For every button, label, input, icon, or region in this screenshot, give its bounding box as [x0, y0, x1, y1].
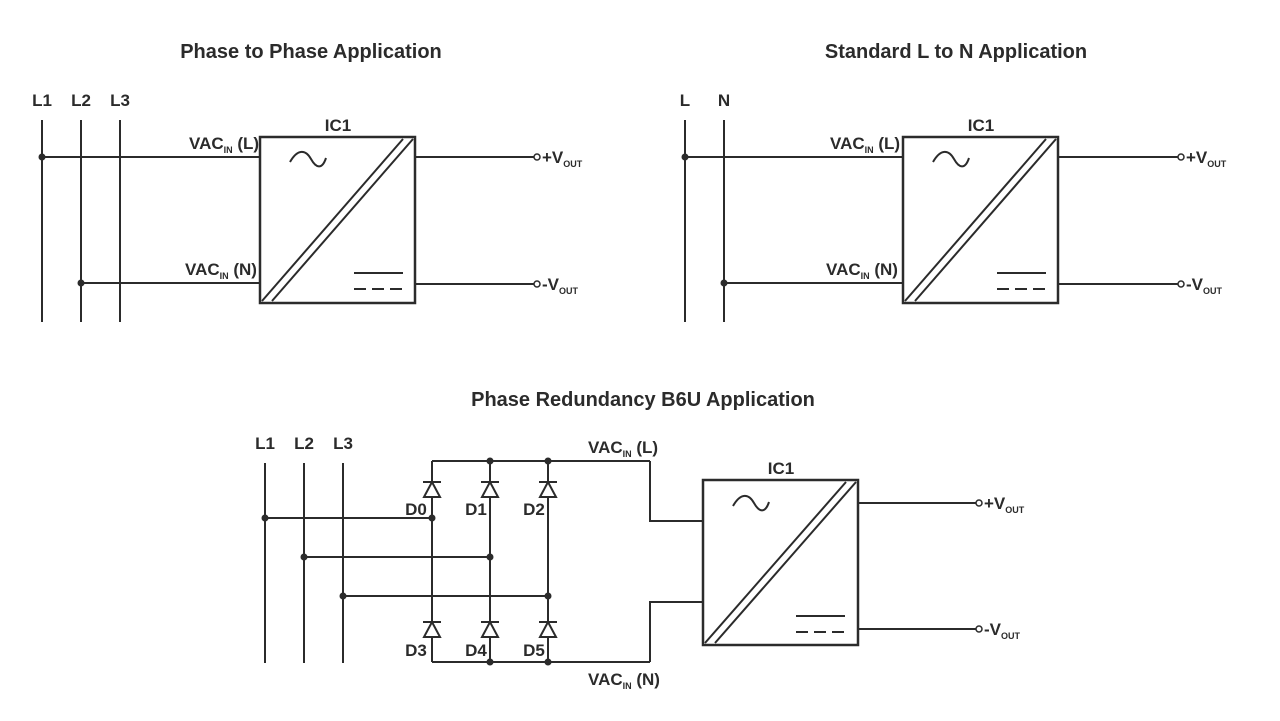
- b6u-title: Phase Redundancy B6U Application: [471, 389, 815, 411]
- ac-sine-icon: [732, 494, 770, 512]
- junction-dot: [720, 279, 728, 287]
- ic1-converter-block: [701, 478, 860, 647]
- terminal-minus: [1177, 280, 1185, 288]
- line-label-l2: L2: [71, 91, 91, 110]
- junction-dot: [300, 553, 308, 561]
- diode-label-d5: D5: [523, 641, 545, 660]
- ic1-label: IC1: [325, 116, 351, 135]
- junction-dot: [681, 153, 689, 161]
- input-label-l: VACIN (L): [189, 134, 259, 155]
- converter-diagonal: [704, 481, 847, 644]
- diode-d2: [538, 479, 558, 498]
- input-label-l: VACIN (L): [830, 134, 900, 155]
- diode-d3: [422, 619, 442, 638]
- diode-label-d0: D0: [405, 500, 427, 519]
- line-label-l1: L1: [255, 434, 275, 453]
- output-label-plus: +VOUT: [984, 494, 1025, 515]
- output-label-minus: -VOUT: [542, 275, 579, 296]
- ic1-converter-block: [258, 135, 417, 305]
- terminal-plus: [533, 153, 541, 161]
- converter-diagonal: [261, 138, 404, 302]
- diode-symbol-icon: [480, 479, 500, 498]
- diode-d0: [422, 479, 442, 498]
- diode-label-d2: D2: [523, 500, 545, 519]
- diode-d1: [480, 479, 500, 498]
- line-label-n: N: [718, 91, 730, 110]
- ac-sine-icon: [932, 150, 970, 168]
- output-label-plus: +VOUT: [1186, 148, 1227, 169]
- converter-diagonal: [271, 138, 414, 302]
- diode-label-d4: D4: [465, 641, 487, 660]
- line-label-l1: L1: [32, 91, 52, 110]
- output-label-minus: -VOUT: [1186, 275, 1223, 296]
- ic1-converter-block: [901, 135, 1060, 305]
- converter-diagonal: [714, 481, 857, 644]
- input-label-l: VACIN (L): [588, 438, 658, 459]
- junction-dot: [77, 279, 85, 287]
- junction-dot: [38, 153, 46, 161]
- output-label-plus: +VOUT: [542, 148, 583, 169]
- terminal-plus: [1177, 153, 1185, 161]
- terminal-minus: [975, 625, 983, 633]
- diode-symbol-icon: [538, 479, 558, 498]
- junction-dot: [261, 514, 269, 522]
- standard-ln-title: Standard L to N Application: [825, 41, 1087, 63]
- input-label-n: VACIN (N): [826, 260, 898, 281]
- ic1-label: IC1: [968, 116, 994, 135]
- terminal-plus: [975, 499, 983, 507]
- diode-d4: [480, 619, 500, 638]
- phase-to-phase-diagram: Phase to Phase Application L1 L2 L3 VACI…: [32, 41, 583, 322]
- input-label-n: VACIN (N): [588, 670, 660, 691]
- diode-symbol-icon: [422, 479, 442, 498]
- ic1-label: IC1: [768, 459, 794, 478]
- diode-label-d1: D1: [465, 500, 487, 519]
- input-label-n: VACIN (N): [185, 260, 257, 281]
- ac-sine-icon: [289, 150, 327, 168]
- line-label-l3: L3: [110, 91, 130, 110]
- converter-diagonal: [914, 138, 1057, 302]
- phase-to-phase-title: Phase to Phase Application: [180, 41, 442, 63]
- line-label-l2: L2: [294, 434, 314, 453]
- converter-diagonal: [904, 138, 1047, 302]
- standard-l-to-n-diagram: Standard L to N Application L N VACIN (L…: [680, 41, 1227, 322]
- diode-symbol-icon: [538, 619, 558, 638]
- diode-symbol-icon: [480, 619, 500, 638]
- junction-dot: [339, 592, 347, 600]
- output-label-minus: -VOUT: [984, 620, 1021, 641]
- diode-symbol-icon: [422, 619, 442, 638]
- line-label-l: L: [680, 91, 690, 110]
- line-label-l3: L3: [333, 434, 353, 453]
- terminal-minus: [533, 280, 541, 288]
- diode-d5: [538, 619, 558, 638]
- b6u-diagram: Phase Redundancy B6U Application L1 L2 L…: [255, 389, 1025, 691]
- diode-label-d3: D3: [405, 641, 427, 660]
- wire-vac-l: [649, 461, 703, 522]
- wire-vac-n: [649, 601, 703, 662]
